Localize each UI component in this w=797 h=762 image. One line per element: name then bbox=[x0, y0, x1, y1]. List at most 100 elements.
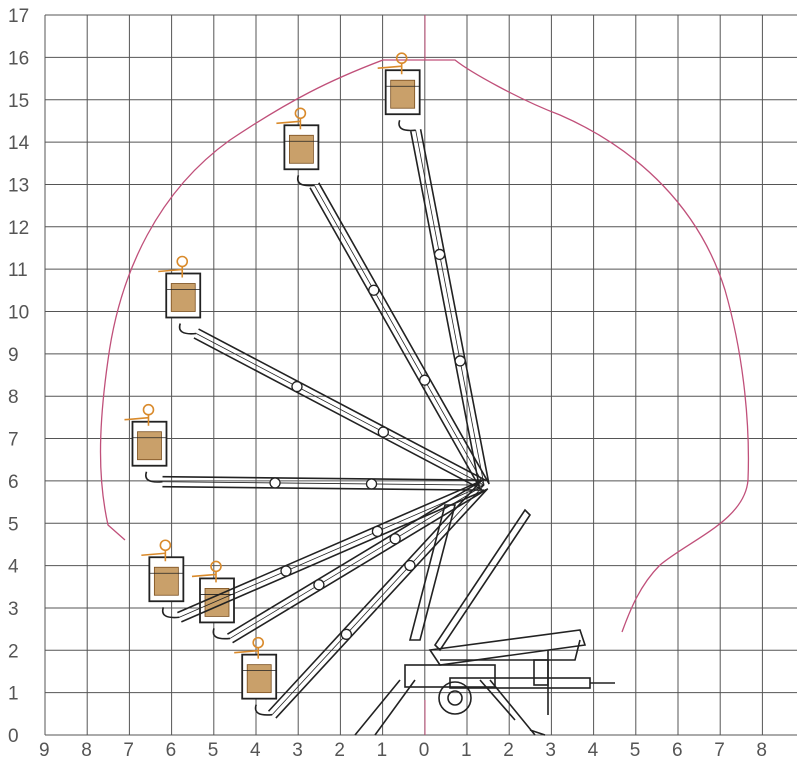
x-tick-label: 6 bbox=[166, 740, 177, 761]
boom-arm bbox=[309, 182, 490, 488]
boom-position bbox=[158, 255, 487, 491]
y-tick-label: 11 bbox=[8, 260, 28, 281]
operator-figure bbox=[234, 636, 265, 659]
operator-body bbox=[377, 63, 403, 75]
x-tick-label: 0 bbox=[419, 740, 430, 761]
operator-head bbox=[294, 107, 307, 120]
grid bbox=[44, 14, 797, 736]
x-tick-label: 1 bbox=[377, 740, 388, 761]
jib-link bbox=[254, 704, 273, 716]
y-tick-label: 14 bbox=[8, 133, 30, 154]
operator-figure bbox=[377, 52, 408, 75]
boom-arm-inner bbox=[179, 484, 485, 618]
x-tick-label: 5 bbox=[208, 740, 219, 761]
basket-panel bbox=[170, 283, 196, 312]
boom-arm-inner bbox=[415, 130, 485, 486]
boom-joint bbox=[269, 477, 281, 489]
operator-body bbox=[124, 414, 150, 426]
operator-figure bbox=[276, 107, 307, 130]
boom-arm bbox=[267, 481, 489, 719]
jib-link bbox=[296, 175, 315, 187]
x-axis-labels: 9876543210123456789 bbox=[39, 740, 767, 761]
x-tick-label: 7 bbox=[714, 740, 725, 761]
operator-head bbox=[176, 255, 189, 268]
y-tick-label: 0 bbox=[8, 726, 19, 747]
boom-arm-inner bbox=[162, 481, 485, 486]
boom-joint bbox=[404, 559, 416, 572]
jib-link bbox=[178, 323, 197, 335]
x-tick-label: 3 bbox=[545, 740, 556, 761]
boom-position bbox=[124, 403, 485, 491]
boom-arm bbox=[227, 480, 488, 644]
boom-arm-inner bbox=[271, 484, 485, 715]
y-tick-label: 7 bbox=[8, 430, 19, 451]
y-tick-label: 6 bbox=[8, 472, 19, 493]
working-envelope-curve bbox=[99, 59, 750, 633]
boom-joint bbox=[389, 533, 401, 545]
operator-head bbox=[142, 403, 155, 416]
x-tick-label: 2 bbox=[503, 740, 514, 761]
lift-base bbox=[354, 504, 615, 736]
operator-head bbox=[159, 539, 172, 552]
boom-position bbox=[191, 480, 488, 644]
basket-panel bbox=[246, 664, 272, 694]
boom-arm-inner bbox=[314, 185, 485, 486]
jib-link bbox=[145, 471, 163, 483]
x-tick-label: 7 bbox=[123, 740, 134, 761]
y-tick-label: 13 bbox=[8, 175, 29, 196]
y-tick-label: 16 bbox=[8, 48, 29, 69]
y-tick-label: 8 bbox=[8, 387, 19, 408]
basket-panel bbox=[153, 566, 179, 596]
x-tick-label: 2 bbox=[334, 740, 345, 761]
y-tick-label: 10 bbox=[8, 303, 29, 324]
boom-joint bbox=[454, 355, 466, 367]
boom-position bbox=[141, 479, 487, 623]
operator-figure bbox=[158, 255, 189, 278]
jib-link bbox=[212, 628, 231, 640]
boom-joint bbox=[365, 478, 378, 490]
x-tick-label: 8 bbox=[756, 740, 767, 761]
basket-panel bbox=[288, 134, 314, 164]
boom-arm bbox=[193, 328, 487, 491]
basket-panel bbox=[137, 431, 162, 461]
x-tick-label: 1 bbox=[461, 740, 472, 761]
operator-figure bbox=[141, 539, 172, 562]
operator-head bbox=[252, 636, 265, 649]
boom-position bbox=[377, 52, 490, 487]
operator-head bbox=[210, 560, 222, 573]
operator-body bbox=[234, 647, 259, 659]
boom-arm bbox=[162, 475, 485, 491]
boom-joint bbox=[368, 284, 380, 296]
operator-body bbox=[276, 118, 302, 130]
operator-body bbox=[158, 266, 184, 278]
y-tick-label: 4 bbox=[8, 557, 19, 578]
x-tick-label: 8 bbox=[81, 740, 92, 761]
y-tick-label: 1 bbox=[8, 684, 19, 705]
x-tick-label: 4 bbox=[588, 740, 599, 761]
boom-joint bbox=[280, 565, 292, 577]
boom-joint bbox=[377, 426, 389, 438]
boom-joint bbox=[291, 380, 303, 393]
jib-link bbox=[398, 119, 416, 132]
boom-arm-inner bbox=[196, 333, 485, 486]
x-tick-label: 5 bbox=[630, 740, 641, 761]
boom-arm bbox=[409, 129, 490, 487]
boom-joint bbox=[371, 525, 384, 538]
boom-joint bbox=[433, 248, 446, 261]
operator-head bbox=[395, 52, 408, 65]
boom-arm-inner bbox=[229, 484, 485, 639]
x-tick-label: 4 bbox=[250, 740, 261, 761]
operator-figure bbox=[124, 403, 155, 426]
y-tick-label: 17 bbox=[8, 6, 29, 27]
boom-joint bbox=[340, 628, 353, 640]
y-tick-label: 12 bbox=[8, 218, 29, 239]
boom-joint bbox=[313, 579, 325, 591]
x-tick-label: 9 bbox=[39, 740, 50, 761]
boom-positions bbox=[124, 52, 490, 719]
y-tick-label: 15 bbox=[8, 91, 29, 112]
operator-body bbox=[141, 550, 167, 562]
boom-joint bbox=[419, 374, 431, 386]
operator-figure bbox=[191, 560, 222, 583]
